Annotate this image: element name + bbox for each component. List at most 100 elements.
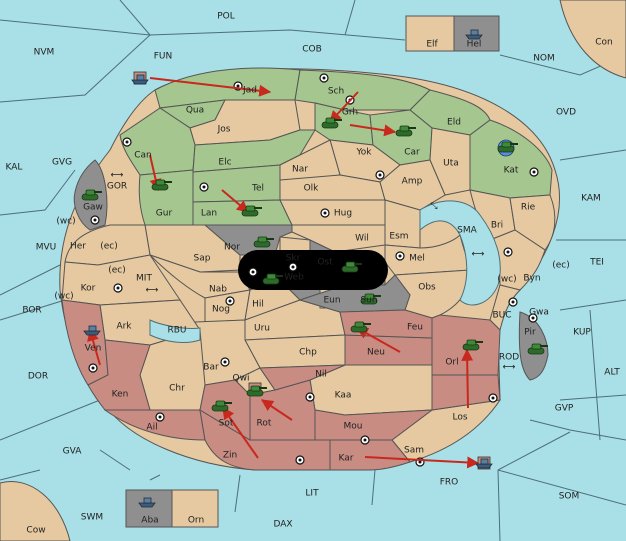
order-rot-qwi (261, 399, 293, 421)
tank-icon (497, 139, 519, 157)
svg-text:Web: Web (284, 273, 304, 283)
svg-text:LIT: LIT (305, 489, 319, 499)
svg-text:POL: POL (217, 12, 235, 22)
svg-text:SWM: SWM (81, 513, 103, 523)
svg-text:Nor: Nor (224, 243, 240, 253)
svg-text:Olk: Olk (304, 184, 320, 194)
svg-text:Neu: Neu (367, 348, 385, 358)
svg-text:Her: Her (70, 242, 86, 252)
svg-text:Car: Car (404, 148, 420, 158)
svg-text:KAM: KAM (581, 194, 601, 204)
svg-text:Tel: Tel (251, 184, 264, 194)
svg-text:Esm: Esm (389, 232, 408, 242)
region-nor[interactable] (203, 224, 293, 256)
region-kar[interactable] (329, 439, 411, 471)
svg-text:Sap: Sap (194, 254, 211, 264)
svg-text:Orl: Orl (445, 358, 458, 368)
svg-text:BOR: BOR (22, 306, 41, 316)
svg-text:Sam: Sam (404, 446, 424, 456)
region-elf[interactable] (405, 15, 455, 52)
region-ken[interactable] (87, 339, 151, 411)
svg-text:Lan: Lan (201, 209, 217, 219)
svg-text:FRO: FRO (440, 478, 459, 488)
svg-text:Zin: Zin (223, 451, 237, 461)
svg-text:SOM: SOM (559, 492, 580, 502)
svg-text:GOR: GOR (107, 182, 127, 192)
svg-text:NOM: NOM (533, 54, 555, 64)
svg-text:Rot: Rot (257, 419, 272, 429)
svg-text:Eld: Eld (447, 118, 461, 128)
svg-text:SMA: SMA (457, 226, 477, 236)
region-los[interactable] (431, 374, 501, 411)
svg-text:GVP: GVP (555, 404, 574, 414)
svg-text:Kat: Kat (504, 166, 519, 176)
svg-text:GVG: GVG (52, 158, 72, 168)
units (81, 29, 549, 508)
svg-text:KAL: KAL (6, 163, 23, 173)
svg-text:Chp: Chp (299, 348, 317, 358)
region-hug[interactable] (279, 199, 386, 226)
svg-text:Obs: Obs (418, 283, 436, 293)
svg-text:Can: Can (134, 151, 152, 161)
svg-text:Feu: Feu (407, 323, 423, 333)
inner-sea-sma (419, 200, 501, 306)
svg-text:⤡: ⤡ (430, 202, 437, 212)
svg-text:Ven: Ven (85, 344, 102, 354)
svg-text:Uta: Uta (443, 159, 459, 169)
region-can[interactable] (119, 107, 196, 176)
region-nil[interactable] (259, 364, 346, 391)
svg-text:Hug: Hug (334, 209, 352, 219)
svg-text:MIT: MIT (136, 274, 152, 284)
svg-text:Wil: Wil (355, 234, 369, 244)
svg-text:(ec): (ec) (108, 266, 126, 276)
svg-text:⟷: ⟷ (111, 171, 124, 181)
order-grh-car (349, 124, 397, 137)
order-zin-sot (222, 407, 259, 459)
order-tel-lan (221, 189, 249, 213)
svg-text:Byn: Byn (523, 274, 540, 284)
svg-text:Elf: Elf (426, 40, 438, 50)
region-sch[interactable] (294, 69, 431, 111)
svg-text:Uru: Uru (254, 324, 270, 334)
svg-text:Jad: Jad (242, 86, 257, 96)
svg-text:Ail: Ail (146, 423, 157, 433)
svg-text:⟷: ⟷ (503, 363, 516, 373)
region-neu[interactable] (344, 334, 433, 366)
svg-text:Jos: Jos (217, 125, 231, 135)
svg-text:DAX: DAX (273, 520, 292, 530)
svg-text:Bar: Bar (203, 363, 219, 373)
svg-text:Ost: Ost (317, 258, 333, 268)
svg-text:⟷: ⟷ (472, 250, 485, 260)
fleet-icon (131, 71, 149, 85)
svg-text:Nar: Nar (292, 165, 308, 175)
region-uta[interactable] (429, 127, 471, 196)
svg-text:Nog: Nog (212, 305, 230, 315)
svg-text:Elc: Elc (218, 158, 231, 168)
svg-text:(wc): (wc) (497, 275, 516, 285)
svg-text:OVD: OVD (556, 108, 576, 118)
svg-text:Gur: Gur (156, 209, 173, 219)
svg-text:Cow: Cow (26, 526, 45, 536)
region-chp[interactable] (244, 334, 346, 369)
svg-text:(wc): (wc) (54, 292, 73, 302)
svg-text:Hil: Hil (252, 300, 264, 310)
svg-text:GVA: GVA (63, 447, 83, 457)
svg-text:Chr: Chr (169, 384, 185, 394)
svg-text:Mel: Mel (409, 254, 425, 264)
svg-text:DOR: DOR (28, 372, 48, 382)
svg-text:(wc): (wc) (56, 217, 75, 227)
svg-text:FUN: FUN (154, 52, 173, 62)
svg-text:Los: Los (452, 413, 467, 423)
tank-icon (246, 382, 268, 397)
svg-text:ROD: ROD (499, 353, 519, 363)
svg-text:Rie: Rie (521, 203, 536, 213)
svg-text:Pir: Pir (524, 328, 536, 338)
svg-text:(ec): (ec) (552, 261, 570, 271)
region-aba[interactable] (125, 489, 173, 528)
svg-text:Skr: Skr (286, 254, 301, 264)
svg-text:Sun: Sun (360, 296, 377, 306)
region-orn[interactable] (171, 489, 219, 528)
